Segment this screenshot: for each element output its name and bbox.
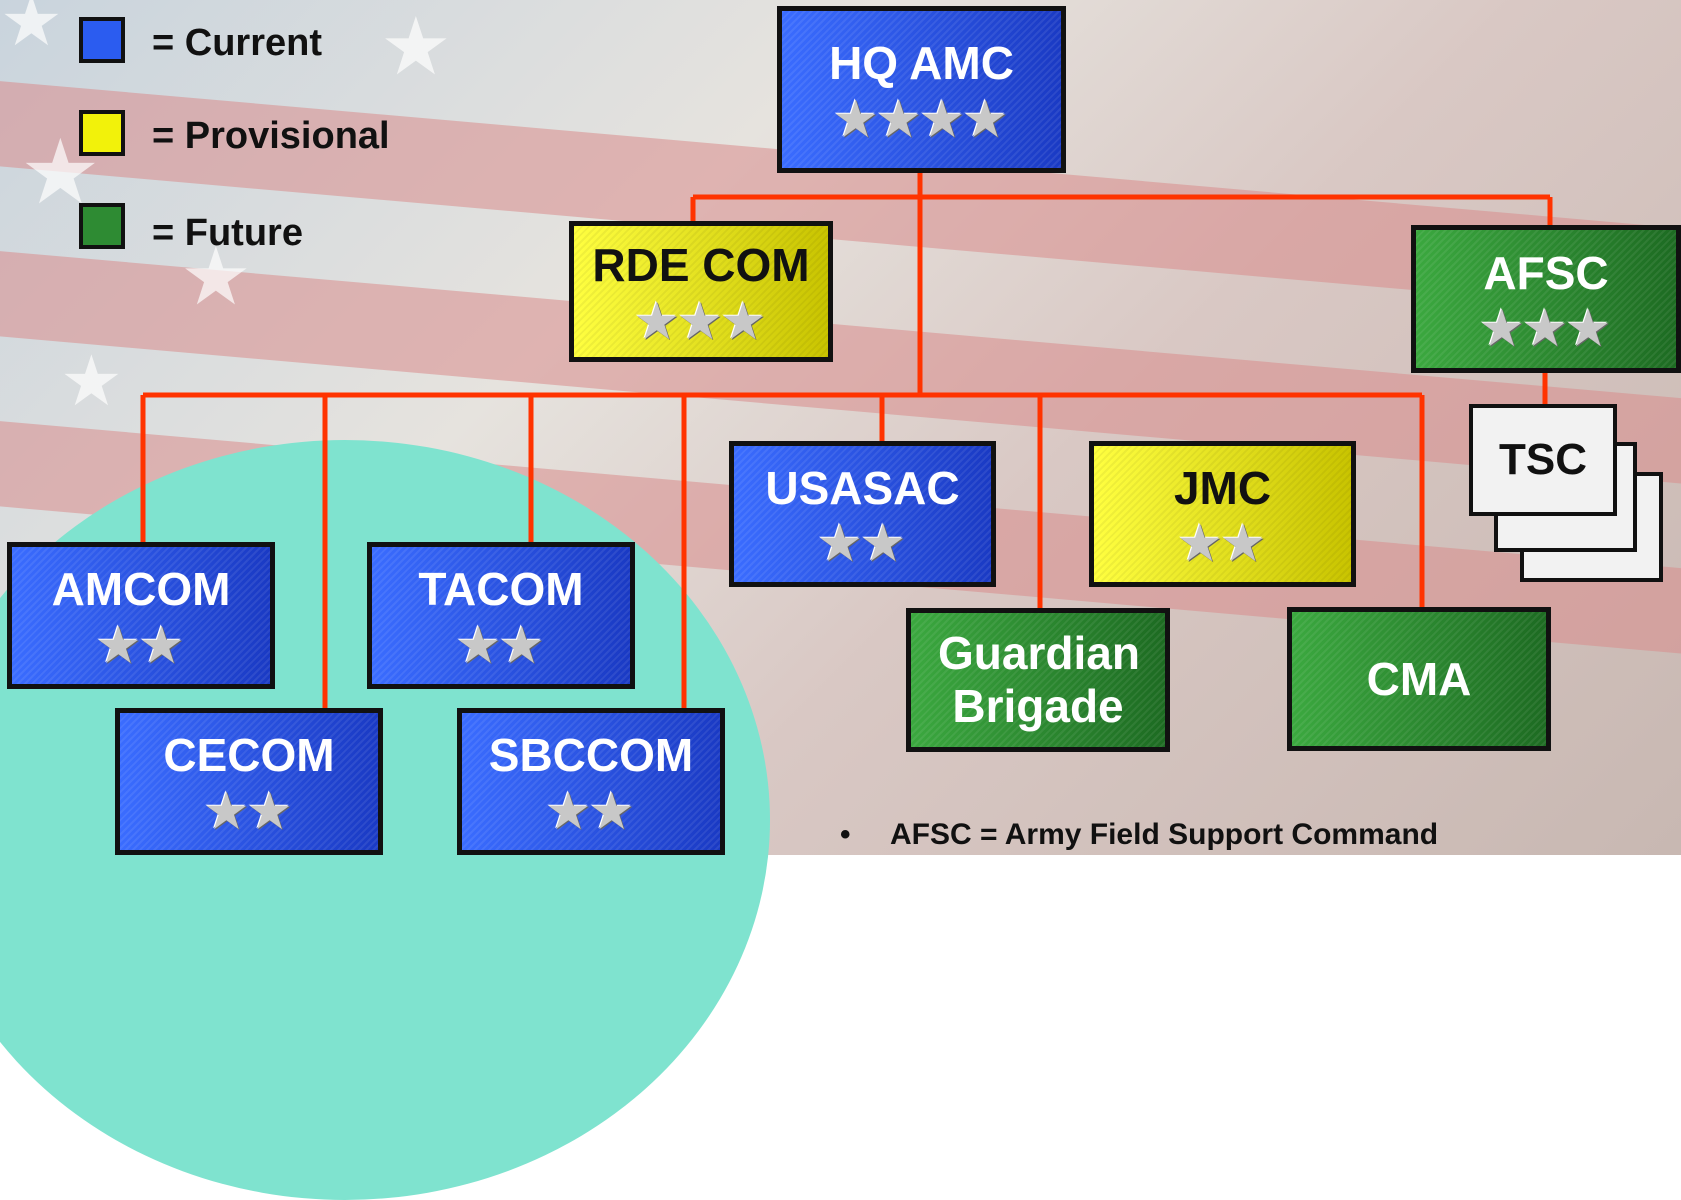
node-afsc[interactable]: AFSC ★★★ [1411,225,1681,373]
rank-stars-icon: ★★★ [636,294,766,347]
rank-stars-icon: ★★★★ [835,92,1008,145]
node-label: TSC [1499,435,1587,484]
flag-star-icon: ★ [180,232,252,321]
node-label: Guardian Brigade [938,627,1140,732]
legend-label-current: = Current [152,22,322,64]
node-hq-amc[interactable]: HQ AMC ★★★★ [777,6,1066,173]
rank-stars-icon: ★★ [457,618,545,671]
node-sbccom[interactable]: SBCCOM ★★ [457,708,725,855]
node-label: HQ AMC [829,37,1014,90]
node-label: JMC [1173,461,1272,514]
bullet-icon: • [840,818,851,851]
rank-stars-icon: ★★ [205,784,293,837]
node-label: CMA [1366,652,1472,705]
node-amcom[interactable]: AMCOM ★★ [7,542,275,689]
flag-star-icon: ★ [380,2,452,91]
node-jmc[interactable]: JMC ★★ [1089,441,1356,587]
node-label: SBCCOM [488,729,694,782]
legend-label-provisional: = Provisional [152,115,390,157]
node-label: RDE COM [592,239,810,292]
rank-stars-icon: ★★ [97,618,185,671]
node-rdecom[interactable]: RDE COM ★★★ [569,221,833,362]
rank-stars-icon: ★★ [547,784,635,837]
node-tsc[interactable]: TSC [1469,404,1617,516]
connector-lines [140,173,1553,708]
flag-star-icon: ★ [60,342,123,420]
node-label: TACOM [418,563,584,616]
legend-label-future: = Future [152,212,303,254]
node-label: AMCOM [51,563,231,616]
node-cma[interactable]: CMA [1287,607,1551,751]
flag-star-icon: ★ [0,0,63,60]
footnote: • AFSC = Army Field Support Command [840,818,1438,852]
node-label: CECOM [163,729,335,782]
node-cecom[interactable]: CECOM ★★ [115,708,383,855]
rank-stars-icon: ★★ [1179,517,1266,570]
legend-swatch-provisional [79,110,125,156]
node-label: AFSC [1483,246,1609,299]
legend-swatch-future [79,203,125,249]
footnote-text: AFSC = Army Field Support Command [890,818,1439,851]
node-guardian-brigade[interactable]: Guardian Brigade [906,608,1170,752]
node-usasac[interactable]: USASAC ★★ [729,441,996,587]
node-tacom[interactable]: TACOM ★★ [367,542,635,689]
node-label: USASAC [765,461,960,514]
rank-stars-icon: ★★★ [1481,302,1611,355]
legend-swatch-current [79,17,125,63]
rank-stars-icon: ★★ [819,517,906,570]
